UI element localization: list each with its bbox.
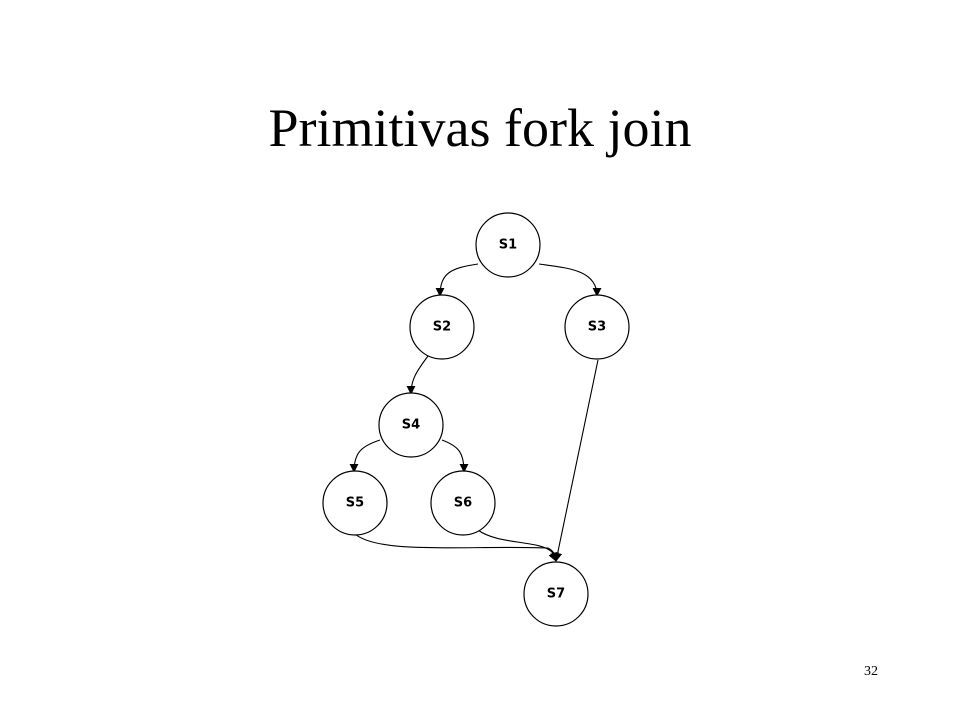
node-s7: S7 [523,561,589,627]
node-circle-s7 [523,561,589,627]
edge-s2-s4 [406,355,429,395]
node-label-s1: S1 [499,238,517,253]
node-circle-s3 [564,294,630,360]
edge-s6-s7 [477,529,557,562]
node-s1: S1 [475,212,541,278]
node-label-s3: S3 [588,320,606,335]
node-circle-s4 [378,392,444,458]
edge-s1-s3 [538,263,602,297]
node-label-s4: S4 [402,418,420,433]
edge-s1-s2 [435,263,479,297]
node-label-s5: S5 [346,496,364,511]
node-s4: S4 [378,392,444,458]
node-s3: S3 [564,294,630,360]
page-number: 32 [864,664,878,679]
node-circle-s5 [322,470,388,536]
node-circle-s2 [409,294,475,360]
node-circle-s6 [430,470,496,536]
node-label-s6: S6 [454,496,472,511]
node-s6: S6 [430,470,496,536]
node-label-s2: S2 [433,320,451,335]
node-label-s7: S7 [547,587,565,602]
edge-s3-s7 [553,359,599,562]
node-circle-s1 [475,212,541,278]
node-s2: S2 [409,294,475,360]
edge-s5-s7 [354,533,560,562]
node-s5: S5 [322,470,388,536]
edge-s4-s6 [441,439,469,473]
slide-title: Primitivas fork join [268,98,692,158]
edge-s4-s5 [349,439,381,473]
